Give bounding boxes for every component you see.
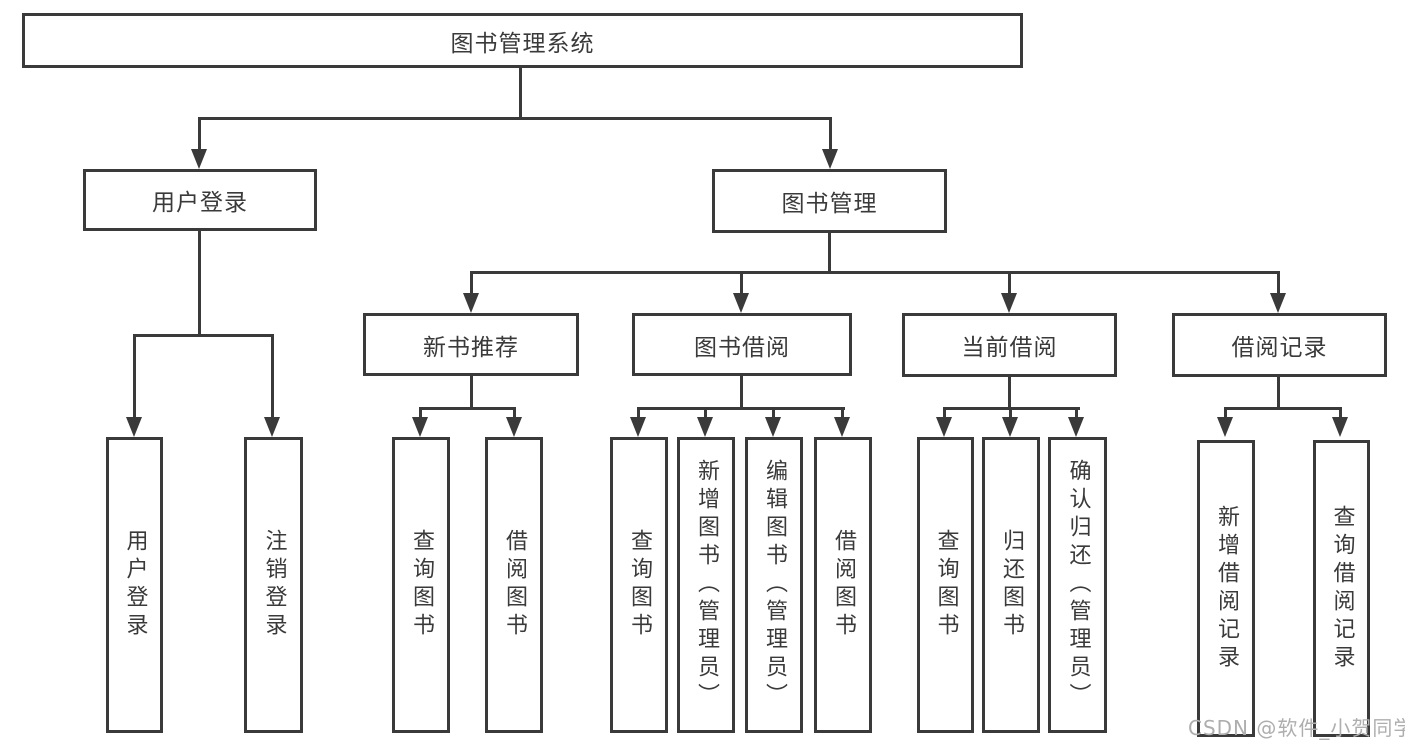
arrow-down-icon: [765, 417, 781, 437]
connector-user-login-stem: [198, 231, 201, 337]
connector-book-management-stem: [828, 233, 831, 274]
connector-to-leaf-login: [133, 334, 136, 418]
connector-leaf-drop: [513, 407, 516, 419]
node-book-borrow-label: 图书借阅: [694, 334, 790, 361]
node-new-book-recommend-label: 新书推荐: [423, 334, 519, 361]
node-book-borrow: 图书借阅: [632, 313, 852, 376]
connector-leaf-drop: [772, 407, 775, 419]
arrow-down-icon: [1332, 417, 1348, 437]
connector-borrow-records-rail: [1224, 407, 1342, 410]
arrow-down-icon: [1001, 293, 1017, 313]
node-new-book-recommend: 新书推荐: [363, 313, 579, 376]
arrow-down-icon: [191, 149, 207, 169]
arrow-down-icon: [1217, 417, 1233, 437]
arrow-down-icon: [126, 417, 142, 437]
arrow-down-icon: [506, 417, 522, 437]
leaf-user-login: 用户登录: [106, 437, 163, 733]
leaf-query-books-borrow: 查询图书: [610, 437, 668, 733]
connector-leaf-drop: [841, 407, 844, 419]
node-current-borrow-label: 当前借阅: [961, 335, 1058, 361]
leaf-query-books-current: 查询图书: [917, 437, 974, 733]
arrow-down-icon: [697, 417, 713, 437]
connector-to-new-book: [470, 271, 473, 296]
arrow-down-icon: [834, 417, 850, 437]
node-user-login: 用户登录: [83, 169, 317, 231]
arrow-down-icon: [630, 417, 646, 437]
connector-leaf-drop: [1009, 407, 1012, 419]
connector-root-rail: [198, 117, 832, 120]
arrow-down-icon: [936, 417, 952, 437]
leaf-query-borrow-record: 查询借阅记录: [1313, 440, 1370, 737]
connector-leaf-drop: [419, 407, 422, 419]
leaf-confirm-return-admin: 确认归还（管理员）: [1048, 437, 1107, 733]
connector-leaf-drop: [1224, 407, 1227, 419]
node-root-label: 图书管理系统: [450, 30, 595, 57]
connector-to-current-borrow: [1008, 271, 1011, 296]
node-user-login-label: 用户登录: [152, 190, 248, 216]
watermark: CSDN @软件_小贺同学: [1188, 716, 1405, 740]
node-current-borrow: 当前借阅: [902, 313, 1117, 377]
connector-leaf-drop: [704, 407, 707, 419]
connector-leaf-drop: [1075, 407, 1078, 419]
node-borrow-records: 借阅记录: [1172, 313, 1387, 377]
connector-leaf-drop: [943, 407, 946, 419]
arrow-down-icon: [1002, 417, 1018, 437]
leaf-add-borrow-record: 新增借阅记录: [1197, 440, 1255, 737]
connector-new-book-stem: [470, 376, 473, 410]
connector-to-book-borrow: [740, 271, 743, 296]
node-book-management-label: 图书管理: [781, 191, 878, 217]
leaf-logout: 注销登录: [244, 437, 303, 733]
connector-book-borrow-rail: [637, 407, 845, 410]
node-borrow-records-label: 借阅记录: [1231, 335, 1328, 361]
connector-to-leaf-logout: [271, 334, 274, 418]
connector-to-book-management: [829, 117, 832, 151]
node-root: 图书管理系统: [22, 13, 1023, 68]
leaf-edit-books-admin: 编辑图书（管理员）: [745, 437, 803, 733]
node-book-management: 图书管理: [712, 169, 947, 233]
leaf-add-books-admin: 新增图书（管理员）: [677, 437, 735, 733]
connector-book-borrow-stem: [740, 376, 743, 410]
connector-borrow-records-stem: [1277, 377, 1280, 410]
connector-to-user-login: [198, 117, 201, 151]
connector-book-management-rail: [470, 271, 1280, 274]
connector-current-borrow-stem: [1008, 377, 1011, 410]
leaf-borrow-books-recommend: 借阅图书: [485, 437, 543, 733]
leaf-query-books-recommend: 查询图书: [392, 437, 450, 733]
arrow-down-icon: [822, 149, 838, 169]
arrow-down-icon: [463, 293, 479, 313]
connector-leaf-drop: [1339, 407, 1342, 419]
arrow-down-icon: [1270, 293, 1286, 313]
connector-leaf-drop: [637, 407, 640, 419]
connector-root-stem: [519, 68, 522, 119]
arrow-down-icon: [264, 417, 280, 437]
arrow-down-icon: [412, 417, 428, 437]
connector-new-book-rail: [419, 407, 516, 410]
connector-to-borrow-records: [1277, 271, 1280, 296]
arrow-down-icon: [1068, 417, 1084, 437]
leaf-return-books: 归还图书: [982, 437, 1040, 733]
connector-user-login-rail: [133, 334, 274, 337]
leaf-borrow-books: 借阅图书: [814, 437, 872, 733]
arrow-down-icon: [733, 293, 749, 313]
